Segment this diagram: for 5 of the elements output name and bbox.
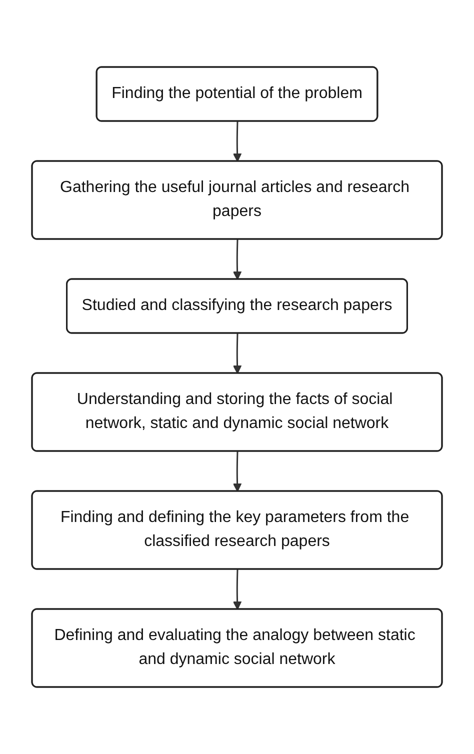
arrow: [232, 451, 242, 492]
arrow: [232, 569, 242, 610]
arrow: [232, 121, 242, 162]
arrow: [232, 333, 242, 374]
arrow: [232, 239, 242, 280]
